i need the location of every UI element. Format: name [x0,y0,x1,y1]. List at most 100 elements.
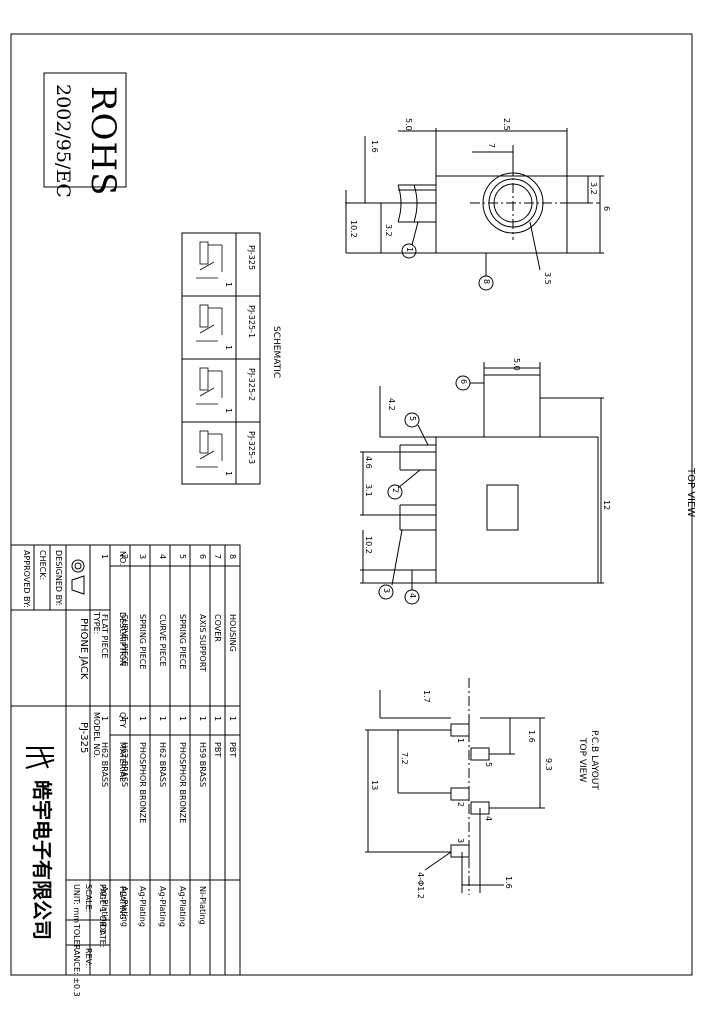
rohs-title: ROHS [83,86,123,197]
bom-cell: 1 [120,716,129,722]
dim-side-top: 5.0 [512,358,521,371]
company-name: 皓宇电子有限公司 [30,780,54,940]
side-view [360,362,604,605]
bom-cell: Ag-Plating [158,886,167,927]
pad-label: 3 [456,838,465,844]
dim-front-left-b: 10.2 [349,220,358,238]
check-label: CHECK: [38,550,47,581]
bom-cell: SPRING PIECE [138,614,147,670]
schematic-variant-name: PJ-325-2 [247,368,256,402]
bom-cell: FLAT PIECE [100,614,109,659]
pcb-pad-5 [470,747,490,761]
type-value: PHONE JACK [78,618,89,680]
pad-label: 5 [484,762,493,768]
dim-pcb-c: 1.6 [527,730,536,743]
date-label: DATE: [98,924,107,948]
pin-label: 1 [224,471,233,477]
balloon-5 [404,412,420,428]
scale-label: SCALE: [84,884,93,913]
balloon-2 [387,484,403,500]
dim-side-left-b: 4.6 [364,456,373,469]
dim-pcb-f: 1.6 [504,876,513,889]
bom-cell: Ag-Plating [138,886,147,927]
bom-cell: 1 [178,716,187,722]
pcb-subtitle: TOP VIEW [577,738,587,783]
dim-front-top-right: 2.5 [502,118,511,131]
balloon-1 [401,243,417,259]
bom-cell: 6 [198,554,207,560]
pad-label: 1 [456,738,465,744]
bom-cell: 1 [228,716,237,722]
pad-label: 4 [484,816,493,822]
bom-cell: COVER [213,614,222,642]
bom-cell: 5 [178,554,187,560]
approved-by-label: APPROVED BY: [22,550,31,608]
pcb-pad-2 [450,787,470,801]
tolerance-label: TOLERANCE: ±0.3 [72,924,81,997]
dim-pcb-e: 9.3 [544,758,553,771]
dim-front-left-c: 3.2 [384,224,393,237]
bom-cell: AXIS SUPPORT [198,614,207,672]
balloon-label-8: 8 [482,279,491,285]
bom-cell: Ag-Plating [120,886,129,927]
dim-front-diam: 3.5 [543,272,552,285]
bom-cell: 4 [158,554,167,560]
dim-side-left-a: 4.2 [387,398,396,411]
dim-front-right-a: 3.2 [589,182,598,195]
front-view [345,128,604,291]
bom-cell: 8 [228,554,237,560]
bom-cell: H62 BRASS [120,742,129,788]
bom-cell: 1 [138,716,147,722]
balloon-8 [478,275,494,291]
dim-front-left-a: 1.6 [370,140,379,153]
bom-cell: 3 [138,554,147,560]
balloon-label-6: 6 [459,379,468,385]
model-label: MODEL NO. [92,712,101,758]
schematic-variant-name: PJ-325 [247,245,256,271]
bom-cell: H59 BRASS [198,742,207,788]
dim-front-top-left: 5.0 [404,118,413,131]
dim-side-left-d: 10.2 [364,536,373,554]
dim-pcb-a: 1.7 [422,690,431,703]
unit-label: UNIT: mm [72,884,81,924]
top-view-title: TOP VIEW [685,468,696,518]
bom-cell: CURVE PIECE [158,614,167,667]
balloon-3 [378,584,394,600]
schematic-frame [181,232,261,485]
dim-side-left-c: 3.1 [364,484,373,497]
schematic-variant-name: PJ-325-1 [247,305,256,339]
bom-cell: Ni-Plating [198,886,207,925]
bom-cell: 1 [100,554,109,560]
balloon-label-3: 3 [382,588,391,594]
dim-side-right: 12 [602,500,611,511]
bom-cell: PHOSPHOR BRONZE [138,742,147,824]
pcb-pad-3 [450,844,470,858]
dim-front-right-b: 6 [602,206,611,212]
rohs-box [43,72,127,188]
balloon-label-4: 4 [408,593,417,599]
projection-symbol [71,559,85,573]
schematic-title: SCHEMATIC [271,326,281,379]
balloon-label-2: 2 [391,488,400,494]
bom-cell: PHOSPHOR BRONZE [178,742,187,824]
bom-cell: SPRING PIECE [178,614,187,670]
type-label: TYPE: [92,612,101,635]
rev-label: REV: [84,948,93,967]
pcb-title: P.C.B LAYOUT [589,730,599,790]
pcb-layout [365,678,545,895]
bom-cell: 1 [158,716,167,722]
dim-pcb-hole: 4-Φ1.2 [416,872,425,899]
bom-cell: 7 [213,554,222,560]
model-value: PJ-325 [78,722,89,754]
bom-table-lines [10,544,241,976]
balloon-label-5: 5 [408,416,417,422]
dim-pcb-d: 13 [370,780,379,791]
side-window [486,484,519,531]
bom-cell: HOUSING [228,614,237,652]
pin-label: 1 [224,408,233,414]
bom-cell: PBT [213,742,222,758]
bom-cell: CURVE PIECE [120,614,129,667]
rohs-directive: 2002/95/EC [52,84,74,198]
pad-label: 2 [456,802,465,808]
